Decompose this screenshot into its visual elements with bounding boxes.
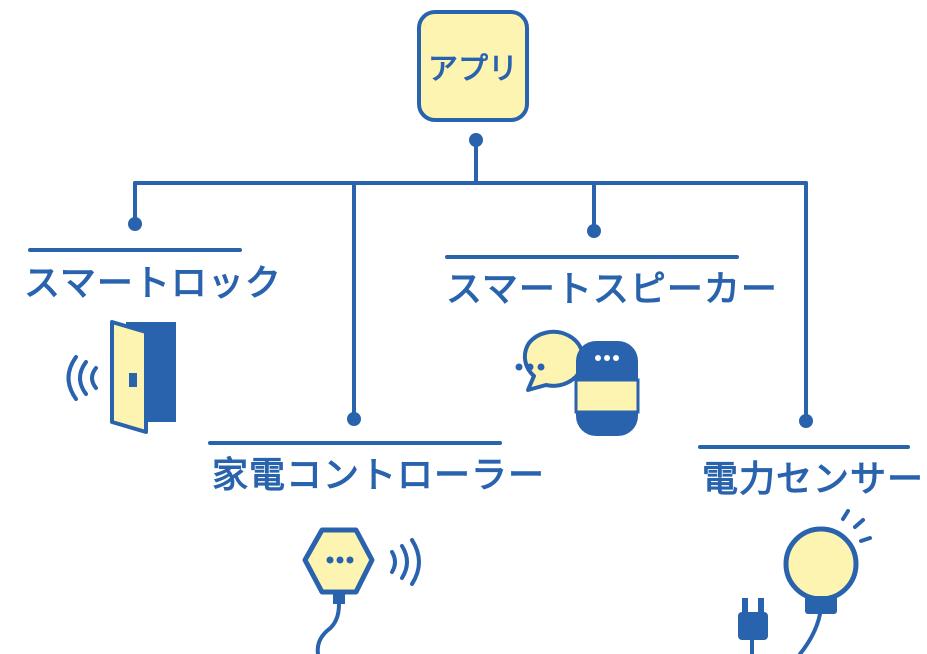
bulb-plug-icon — [738, 509, 872, 654]
label-appliance-controller: 家電コントローラー — [212, 455, 546, 496]
root-node-box — [417, 10, 529, 122]
dot-smart-speaker — [587, 224, 601, 238]
smart-speaker-icon — [515, 329, 640, 436]
dot-appliance-controller — [347, 412, 361, 426]
dot-power-sensor — [799, 414, 813, 428]
root-node-label: アプリ — [428, 52, 518, 87]
dot-root — [469, 133, 483, 147]
hex-controller-icon — [302, 527, 421, 654]
label-smart-speaker: スマートスピーカー — [446, 269, 778, 310]
door-signal-icon — [66, 320, 176, 434]
connector-lines — [28, 138, 910, 449]
label-smart-lock: スマートロック — [24, 263, 282, 304]
dot-smart-lock — [128, 217, 142, 231]
connector-dots — [128, 133, 813, 428]
label-power-sensor: 電力センサー — [702, 459, 925, 500]
